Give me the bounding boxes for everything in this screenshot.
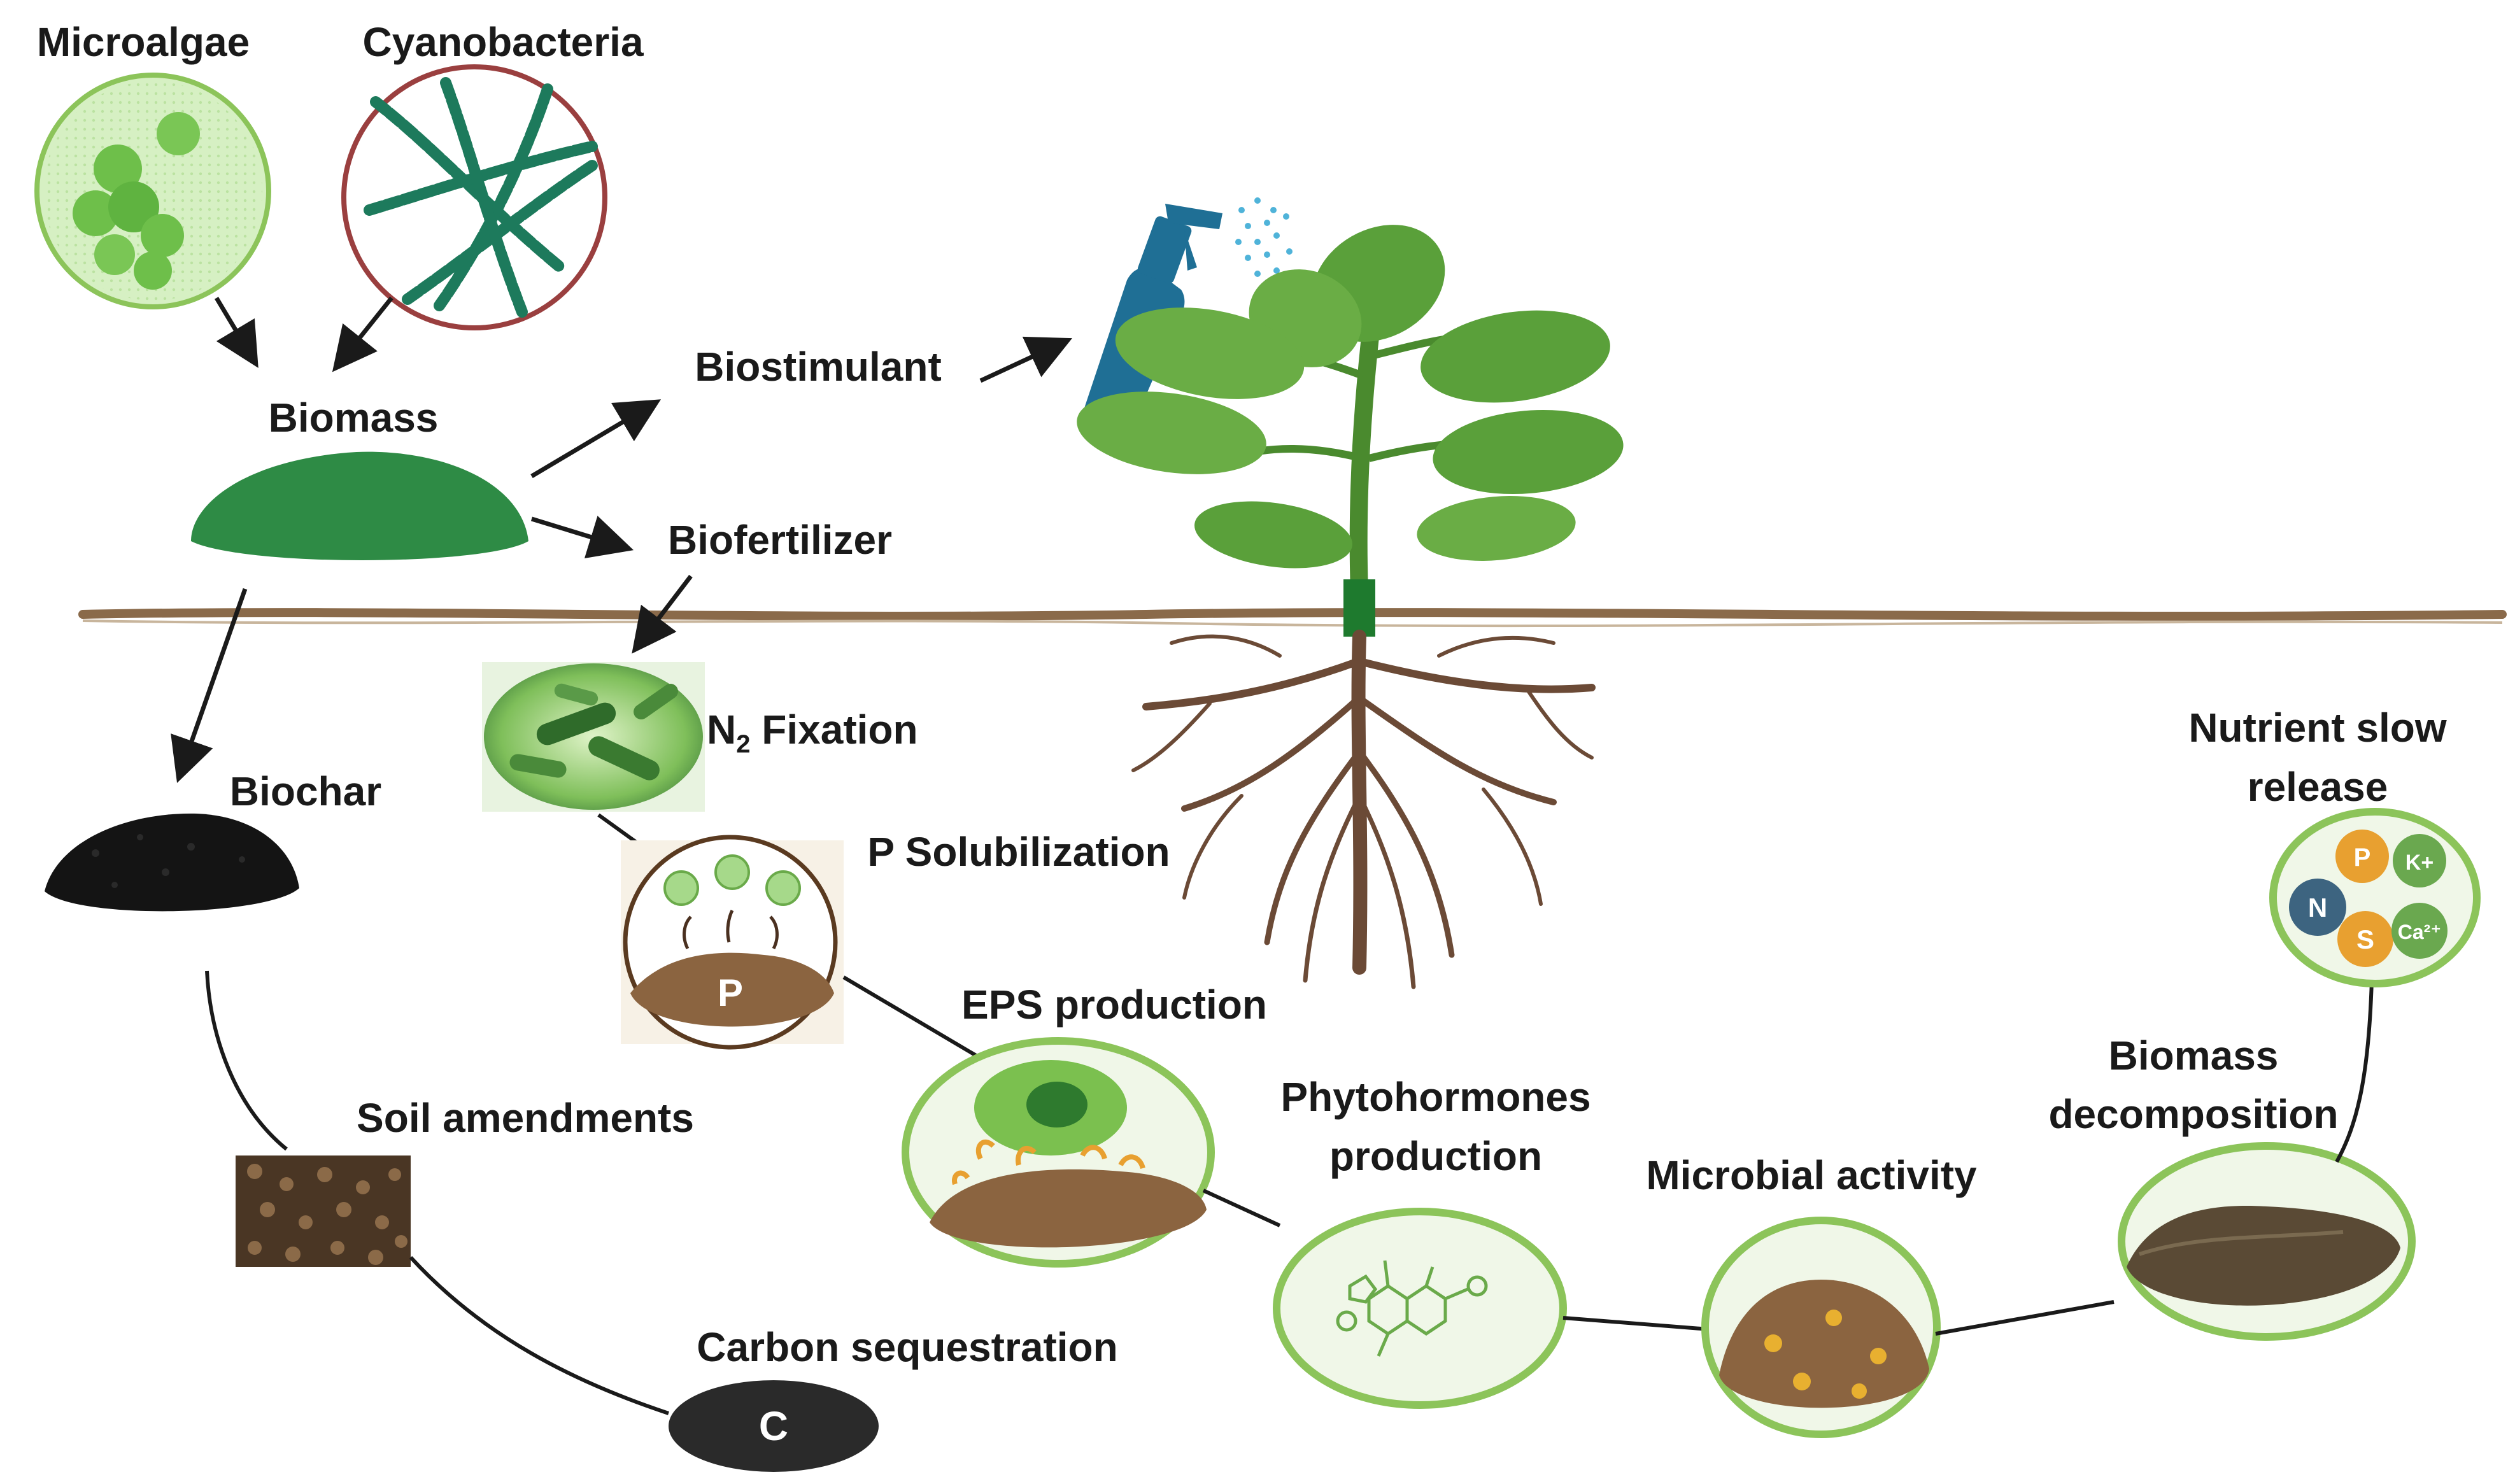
connector-biochar-to-soil-amendments xyxy=(205,970,288,1151)
arrow-biostimulant-to-plant xyxy=(979,336,1073,383)
biomass-pile xyxy=(191,451,528,560)
n2-fixation-bacteria-illustration xyxy=(482,662,705,812)
p-solubilization-illustration: P xyxy=(621,835,844,1050)
arrow-biomass-to-biostimulant xyxy=(530,399,662,479)
eps-production-illustration xyxy=(902,1037,1215,1268)
arrow-biomass-to-biofertilizer xyxy=(530,516,634,559)
label-microbial-activity: Microbial activity xyxy=(1646,1152,1977,1198)
soil-amendments-block xyxy=(236,1155,411,1267)
microalgae-illustration xyxy=(34,73,271,309)
carbon-badge-icon: C xyxy=(669,1380,879,1472)
cyanobacteria-illustration xyxy=(341,64,607,330)
label-p-solubilization: P Solubilization xyxy=(867,829,1170,875)
label-n2-fixation: N2 Fixation xyxy=(707,707,918,758)
label-microalgae: Microalgae xyxy=(37,19,250,65)
label-phytohormones-line2: production xyxy=(1329,1133,1542,1179)
nutrient-badge-nitrogen: N xyxy=(2308,893,2327,922)
arrow-microalgae-to-biomass xyxy=(214,297,259,369)
label-cyanobacteria: Cyanobacteria xyxy=(362,19,643,65)
nutrient-slow-release-illustration: P K+ N S Ca²⁺ xyxy=(2269,808,2481,987)
connector-decomposition-to-nutrient xyxy=(2335,980,2374,1163)
label-biostimulant: Biostimulant xyxy=(695,344,942,390)
nutrient-badge-sulfur: S xyxy=(2356,924,2374,954)
arrow-biofertilizer-to-n2-fixation xyxy=(632,574,693,654)
connector-microbial-to-decomposition xyxy=(1935,1300,2115,1336)
label-biofertilizer: Biofertilizer xyxy=(668,517,892,563)
connector-soil-amendments-to-carbon xyxy=(409,1255,669,1415)
arrow-cyanobacteria-to-biomass xyxy=(332,296,393,372)
connector-p-to-eps xyxy=(842,975,985,1062)
connector-phytohormones-to-microbial xyxy=(1562,1316,1726,1332)
label-soil-amendments: Soil amendments xyxy=(357,1095,694,1141)
connector-eps-to-phytohormones xyxy=(1202,1189,1281,1227)
plant-illustration xyxy=(1077,225,1624,637)
root-system-illustration xyxy=(1131,630,1596,989)
label-eps-production: EPS production xyxy=(961,982,1267,1028)
phosphorus-badge: P xyxy=(718,972,743,1014)
label-biomass-decomposition-line2: decomposition xyxy=(2048,1091,2338,1137)
biochar-pile xyxy=(45,813,299,912)
nutrient-badge-phosphorus: P xyxy=(2354,844,2371,872)
label-carbon-sequestration: Carbon sequestration xyxy=(697,1324,1117,1370)
phytohormones-illustration xyxy=(1273,1208,1567,1409)
label-biochar: Biochar xyxy=(230,768,381,814)
biomass-decomposition-illustration xyxy=(2118,1142,2416,1341)
microbial-activity-illustration xyxy=(1701,1217,1941,1438)
label-biomass: Biomass xyxy=(269,395,439,441)
nutrient-badge-calcium: Ca²⁺ xyxy=(2398,921,2441,943)
label-biomass-decomposition-line1: Biomass xyxy=(2109,1033,2279,1078)
soil-surface-line xyxy=(78,608,2507,628)
arrow-biomass-to-biochar xyxy=(171,588,248,783)
label-nutrient-line2: release xyxy=(2248,764,2388,810)
label-nutrient-line1: Nutrient slow xyxy=(2188,705,2447,751)
carbon-badge-text: C xyxy=(759,1403,788,1449)
nutrient-badge-potassium: K+ xyxy=(2405,851,2434,875)
label-phytohormones-line1: Phytohormones xyxy=(1280,1074,1590,1120)
